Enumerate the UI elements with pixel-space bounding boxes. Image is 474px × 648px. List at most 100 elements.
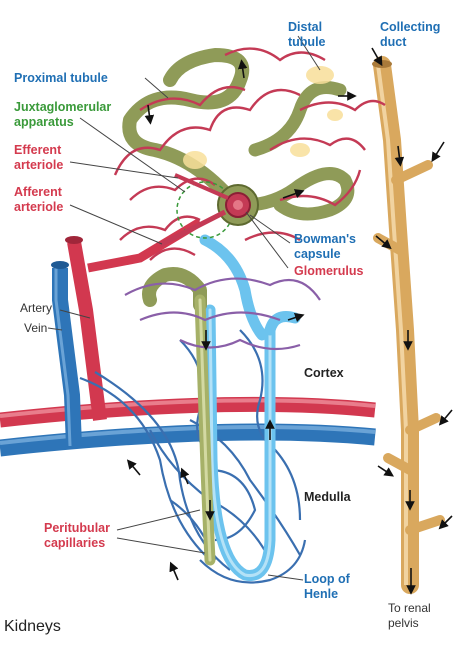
- image-caption: Kidneys: [4, 618, 61, 635]
- leader-line: [59, 309, 91, 319]
- artery-vertical: [67, 240, 107, 421]
- leader-line: [297, 35, 321, 71]
- label-renal-pelvis-2: pelvis: [388, 616, 419, 630]
- label-distal-tubule-1: Distal: [288, 20, 322, 34]
- efferent-arteriole: [174, 173, 229, 200]
- label-proximal-tubule: Proximal tubule: [14, 71, 108, 85]
- loop-ascending-top: [264, 311, 301, 336]
- capillary-loop: [299, 99, 386, 112]
- capillary-loop: [139, 311, 281, 322]
- loop-blue-upper: [199, 234, 268, 341]
- leader-lines: [47, 35, 321, 581]
- label-vein: Vein: [24, 321, 47, 335]
- highlight: [327, 109, 343, 121]
- capillary-strand: [239, 329, 276, 451]
- loop-descending: [204, 304, 276, 582]
- tubule-highlights: [183, 66, 343, 169]
- collecting-duct-main: [373, 56, 419, 594]
- artery-opening: [65, 236, 83, 244]
- collecting-duct-branch-1: [391, 160, 433, 185]
- glomerulus-inner: [233, 200, 243, 210]
- label-efferent-2: arteriole: [14, 158, 63, 172]
- flow-arrow: [438, 515, 453, 530]
- leader-line: [69, 204, 163, 245]
- capillary-loop: [269, 137, 366, 151]
- collecting-duct: [372, 56, 445, 594]
- flow-arrow: [169, 561, 179, 581]
- purple-capillary-network: [124, 277, 321, 351]
- label-peritubular-1: Peritubular: [44, 521, 110, 535]
- label-juxtaglomerular-2: apparatus: [14, 115, 74, 129]
- highlight: [290, 143, 310, 157]
- loop-of-henle: [199, 234, 301, 582]
- label-peritubular-2: capillaries: [44, 536, 105, 550]
- leader-line: [116, 509, 201, 531]
- label-loop-of-henle-1: Loop of: [304, 572, 351, 586]
- flow-arrow: [377, 465, 394, 477]
- proximal-tubule: [122, 48, 355, 566]
- label-bowmans-1: Bowman's: [294, 232, 356, 246]
- loop-descending-inner: [208, 308, 272, 578]
- label-artery: Artery: [20, 301, 52, 315]
- leader-line: [116, 537, 206, 554]
- artery-branch: [87, 218, 203, 273]
- capillary-loop: [113, 88, 301, 176]
- collecting-duct-branch-4: [383, 453, 415, 475]
- flow-arrow: [282, 189, 305, 199]
- proximal-tubule-descending-inner: [198, 298, 212, 562]
- flow-arrow: [394, 145, 405, 167]
- label-collecting-duct-2: duct: [380, 35, 407, 49]
- flow-arrow: [180, 467, 190, 485]
- flow-arrows: [126, 47, 453, 595]
- capillary-loop: [224, 47, 326, 62]
- capillary-loop: [129, 177, 216, 201]
- label-juxtaglomerular-1: Juxtaglomerular: [14, 100, 111, 114]
- flow-arrow: [375, 235, 392, 250]
- collecting-duct-branch-3: [405, 413, 441, 435]
- leader-line: [245, 211, 289, 269]
- leader-line: [69, 161, 179, 179]
- arcuate-vein: [0, 423, 376, 457]
- capillary-loop: [139, 85, 246, 111]
- labels: Distal tubule Collecting duct Proximal t…: [14, 20, 440, 630]
- collecting-duct-top: [372, 60, 392, 68]
- capillary-strand: [209, 468, 257, 542]
- leader-line: [144, 77, 169, 99]
- cortex-medulla-vessels: [0, 396, 376, 457]
- vein-opening: [51, 261, 69, 269]
- capillary-loop: [124, 277, 321, 301]
- capillary-strand: [199, 539, 307, 584]
- label-collecting-duct-1: Collecting: [380, 20, 440, 34]
- collecting-duct-highlight: [376, 64, 408, 585]
- label-bowmans-2: capsule: [294, 247, 341, 261]
- label-glomerulus: Glomerulus: [294, 264, 364, 278]
- capillary-strand: [79, 376, 206, 556]
- leader-line: [249, 214, 291, 244]
- leader-line: [267, 574, 304, 581]
- distal-tubule-body: [238, 81, 355, 221]
- label-renal-pelvis-1: To renal: [388, 601, 431, 615]
- flow-arrow: [438, 409, 453, 426]
- flow-arrow: [126, 459, 141, 476]
- flow-arrow: [144, 104, 155, 125]
- label-loop-of-henle-2: Henle: [304, 587, 338, 601]
- label-cortex: Cortex: [304, 366, 344, 380]
- vein-vertical-highlight: [54, 268, 72, 447]
- capillary-loop: [244, 231, 301, 242]
- label-distal-tubule-2: tubule: [288, 35, 326, 49]
- collecting-duct-branch-5: [405, 515, 445, 535]
- flow-arrow: [287, 312, 305, 323]
- afferent-arteriole: [158, 209, 227, 248]
- capillary-loop: [179, 338, 301, 351]
- flow-arrow: [237, 59, 248, 79]
- glomerular-capillary-network: [113, 47, 386, 261]
- flow-arrow: [431, 141, 445, 163]
- flow-arrow: [371, 47, 383, 67]
- highlight: [183, 151, 207, 169]
- leader-line: [79, 117, 186, 193]
- leader-line: [47, 327, 63, 331]
- label-afferent-1: Afferent: [14, 185, 63, 199]
- highlight: [306, 66, 334, 84]
- capillary-loop: [149, 247, 196, 261]
